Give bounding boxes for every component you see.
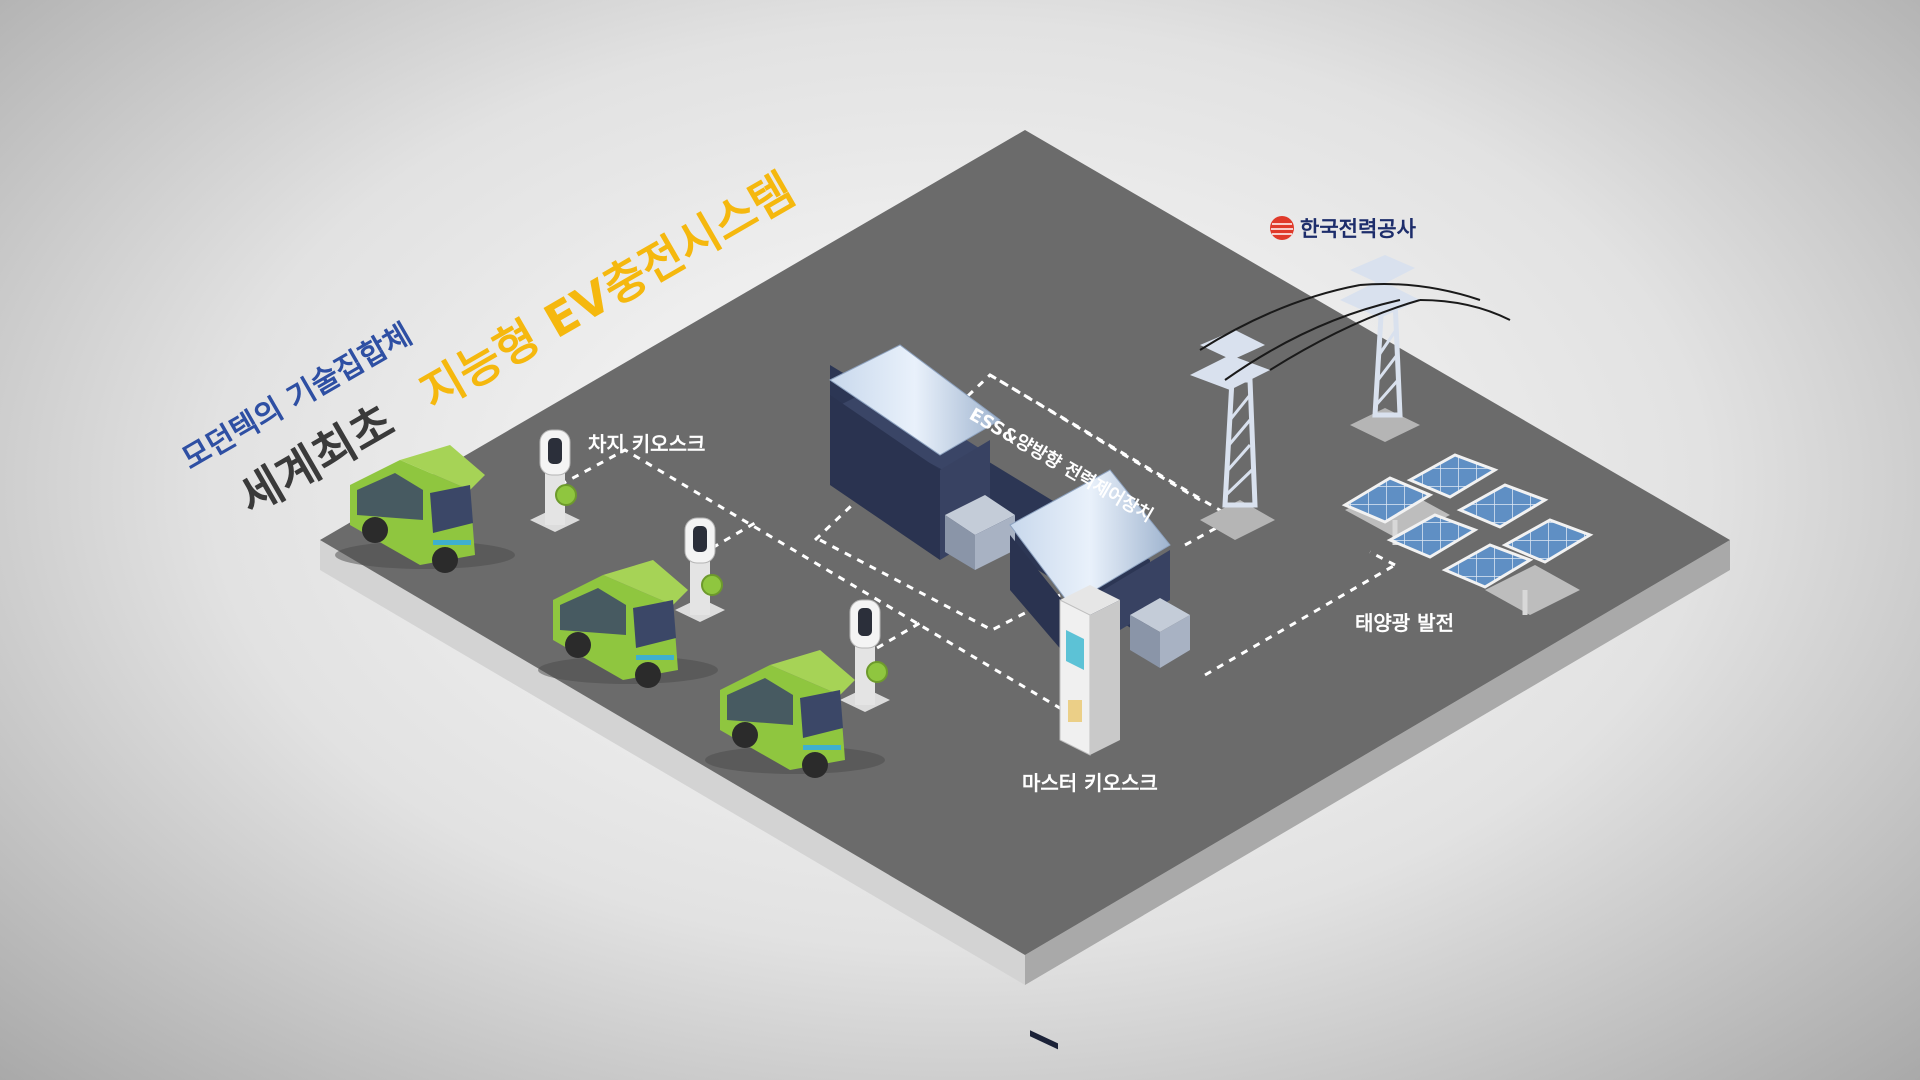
- solar-panel-4: [1456, 483, 1549, 529]
- charging-kiosk-2: [675, 517, 725, 622]
- kepco-logo-text: 한국전력공사: [1300, 217, 1417, 241]
- kepco-logo-icon: [1270, 216, 1294, 240]
- charging-kiosk-3: [840, 599, 890, 712]
- solar-panel-1: [1341, 476, 1434, 524]
- power-lines: [1199, 283, 1511, 381]
- solar-panel-array: [1341, 453, 1594, 615]
- label-charging-kiosk: 차지 키오스크: [588, 432, 705, 456]
- master-kiosk: [1059, 585, 1120, 756]
- electric-car-1: [335, 445, 515, 573]
- electric-car-3: [705, 650, 885, 778]
- label-solar: 태양광 발전: [1355, 611, 1454, 635]
- connection-lines: [559, 373, 1396, 722]
- label-master-kiosk: 마스터 키오스크: [1022, 771, 1158, 795]
- charging-kiosk-1: [530, 429, 580, 532]
- kepco-logo: 한국전력공사: [1270, 216, 1417, 241]
- transmission-tower-far: [1340, 255, 1420, 442]
- solar-panel-3: [1386, 513, 1479, 559]
- master-kiosk-screen: [1066, 630, 1084, 670]
- ground-right-side: [1025, 540, 1730, 985]
- solar-panel-5: [1441, 543, 1534, 589]
- ground-left-side: [320, 540, 1025, 985]
- electric-car-2: [538, 560, 718, 688]
- solar-panel-6: [1501, 518, 1594, 564]
- solar-panel-2: [1406, 453, 1499, 499]
